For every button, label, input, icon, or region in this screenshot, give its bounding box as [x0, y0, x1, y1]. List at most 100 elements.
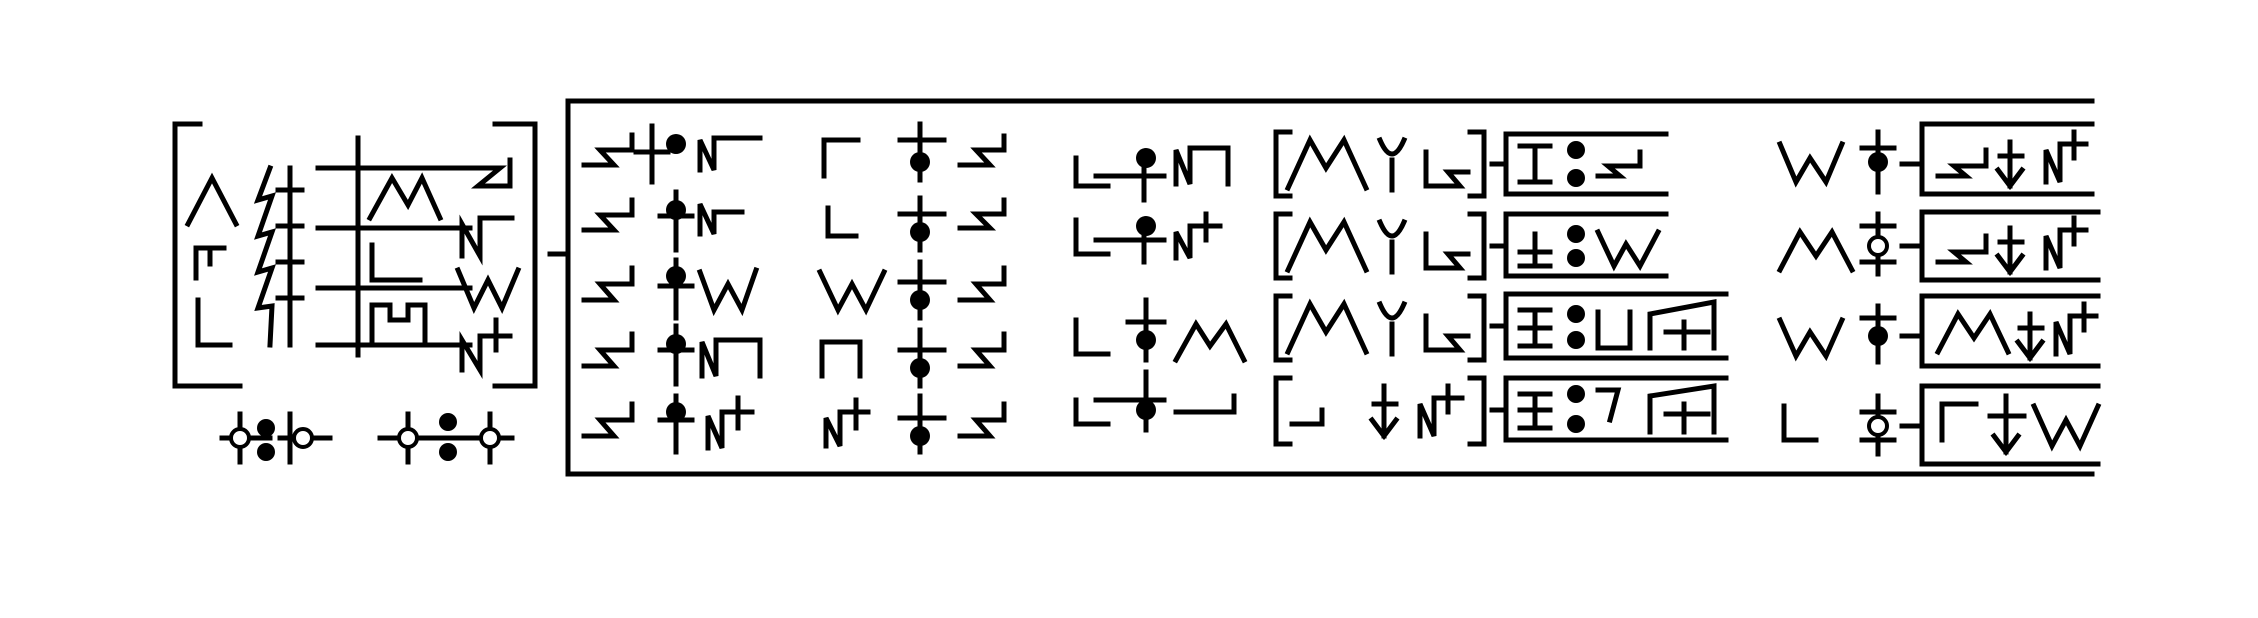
node-dot [1567, 225, 1585, 243]
inner-w-glyph [366, 172, 444, 222]
node-dot [1136, 216, 1156, 236]
glyph-stroke [1517, 143, 1643, 185]
col4-row2 [1273, 211, 1487, 281]
node-dot [1567, 331, 1585, 349]
col4-row1 [1273, 129, 1487, 199]
ring-node [397, 427, 419, 449]
node-dot [666, 266, 686, 286]
glyph-stroke [581, 323, 763, 387]
col2-row3 [816, 259, 1007, 321]
glyph-stroke [821, 121, 1007, 183]
dot-node [439, 443, 457, 461]
column-4 [1273, 129, 1487, 447]
glyph-stroke [1273, 293, 1487, 363]
glyph-stroke [1289, 383, 1465, 441]
node-dot [910, 222, 930, 242]
node-dot [1868, 152, 1888, 172]
col5-row4 [1489, 375, 1729, 443]
right-cross-glyph [459, 317, 513, 380]
node-dot [1567, 385, 1585, 403]
col5-row2 [1489, 211, 1669, 279]
node-dot [1867, 415, 1889, 437]
col3-row4 [1073, 369, 1237, 433]
node-dot [1567, 415, 1585, 433]
node-dot [910, 426, 930, 446]
node-dot [666, 402, 686, 422]
glyph-stroke [1284, 216, 1471, 275]
glyph-stroke [1073, 211, 1223, 265]
col1-row4 [581, 323, 763, 387]
glyph-stroke [1284, 134, 1471, 193]
right-w-glyph [454, 266, 522, 314]
zigzag-column [253, 164, 276, 348]
col6-row4 [1781, 383, 2102, 467]
glyph-stroke [1273, 211, 1487, 281]
left-key-group [172, 121, 538, 389]
col2-row2 [825, 195, 1007, 253]
col6-row2 [1776, 209, 2101, 283]
glyph-stroke [1517, 228, 1662, 272]
node-dot [1136, 400, 1156, 420]
glyph-stroke [1073, 145, 1231, 203]
glyph-stroke [581, 393, 755, 455]
node-dot [910, 290, 930, 310]
col6-row1 [1776, 121, 2095, 197]
glyph-stroke [1489, 291, 1729, 361]
glyph-stroke [1776, 293, 2101, 369]
col5-row3 [1489, 291, 1729, 361]
glyph-stroke [1284, 298, 1471, 357]
col1-row2 [581, 189, 745, 253]
column-6 [1776, 121, 2102, 467]
ladder-rail [315, 135, 473, 358]
glyph-stroke [581, 257, 760, 321]
glyph-stroke [1517, 383, 1717, 435]
glyph-stroke [1073, 369, 1237, 433]
col5-row1 [1489, 131, 1669, 197]
dot-node [257, 443, 275, 461]
node-dot [666, 334, 686, 354]
glyph-stroke [1273, 375, 1487, 447]
col1-row3 [581, 257, 760, 321]
col4-row4 [1273, 375, 1487, 447]
column-2 [816, 121, 1007, 455]
key-node-row [219, 411, 515, 465]
node-dot [1136, 330, 1156, 350]
glyph-stroke [1935, 129, 2089, 191]
col2-row1 [821, 121, 1007, 183]
glyph-stroke [819, 327, 1007, 389]
column-3 [1073, 145, 1248, 433]
column-5 [1489, 131, 1729, 443]
col1-row5 [581, 393, 755, 455]
col4-row3 [1273, 293, 1487, 363]
inner-box-glyph [369, 302, 428, 343]
ring-node [229, 427, 251, 449]
right-n-glyph [459, 214, 515, 266]
glyph-stroke [1934, 301, 2099, 363]
glyph-stroke [1935, 215, 2089, 277]
glyph-stroke [1073, 297, 1248, 364]
right-zigzag-1 [462, 157, 513, 189]
node-dot [910, 152, 930, 172]
ring-node [479, 427, 501, 449]
col3-row2 [1073, 211, 1223, 265]
right-bracket [492, 121, 538, 389]
dot-node [257, 419, 275, 437]
ring-node [292, 427, 314, 449]
column-1 [581, 123, 763, 455]
col2-row4 [819, 327, 1007, 389]
inner-s-glyph [369, 242, 423, 283]
node-dot [910, 358, 930, 378]
dot-node [439, 413, 457, 431]
left-bracket [172, 121, 243, 389]
col6-row3 [1776, 293, 2101, 369]
fork-glyph [193, 245, 227, 281]
tick-column [275, 165, 305, 348]
glyph-stroke [1517, 298, 1717, 351]
glyph-stroke [581, 189, 745, 253]
node-dot [1567, 305, 1585, 323]
glyph-stroke [823, 393, 1007, 455]
glyph-stroke [816, 259, 1007, 321]
glyph-stroke [1489, 131, 1669, 197]
glyph-stroke [1489, 375, 1729, 443]
